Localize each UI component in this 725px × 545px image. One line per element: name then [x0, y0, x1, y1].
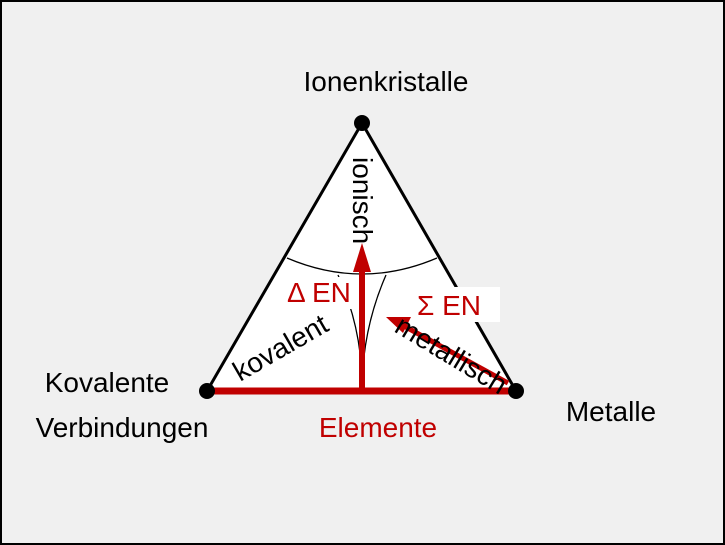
- label-ionisch: ionisch: [347, 157, 378, 244]
- label-elemente: Elemente: [319, 412, 437, 443]
- label-sigma-en: Σ EN: [417, 290, 481, 321]
- sigma-en-arrow-shaft: [402, 323, 510, 386]
- vertex-dot-right: [508, 383, 524, 399]
- sigma-en-label-bg: [414, 287, 500, 322]
- label-kovalente: Kovalente: [45, 367, 170, 398]
- label-delta-en: Δ EN: [287, 277, 351, 308]
- delta-en-label-bg: [285, 277, 359, 309]
- label-metalle: Metalle: [566, 396, 656, 427]
- label-verbindungen: Verbindungen: [36, 412, 209, 443]
- vertex-dot-left: [199, 383, 215, 399]
- delta-en-arrowhead: [353, 243, 371, 272]
- sigma-en-arrowhead: [386, 317, 411, 333]
- vertex-dot-top: [354, 115, 370, 131]
- label-ionenkristalle: Ionenkristalle: [304, 66, 469, 97]
